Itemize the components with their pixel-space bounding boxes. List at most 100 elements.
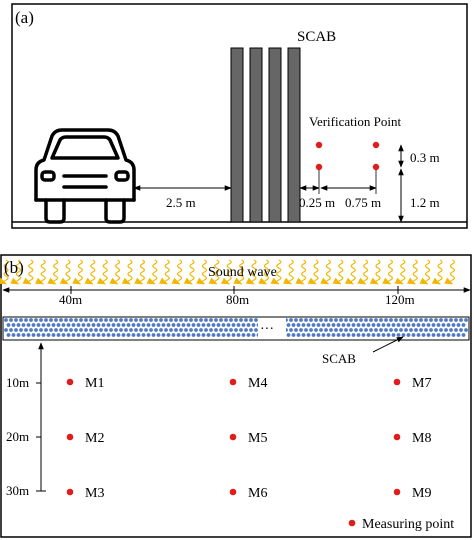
barrier-dot xyxy=(31,323,36,327)
barrier-dot xyxy=(91,323,96,327)
barrier-dot xyxy=(46,333,51,337)
barrier-dot xyxy=(191,333,196,337)
barrier-dot xyxy=(126,323,131,327)
barrier-dot xyxy=(219,328,223,332)
barrier-dot xyxy=(101,323,106,327)
barrier-dot xyxy=(96,323,101,327)
dist-between-points: 0.75 m xyxy=(345,195,381,210)
barrier-dot xyxy=(54,328,58,332)
barrier-dot xyxy=(379,328,383,332)
barrier-dot xyxy=(134,318,138,322)
sound-wave-arrow xyxy=(0,259,9,285)
barrier-dot xyxy=(34,318,38,322)
barrier-dot xyxy=(116,323,121,327)
barrier-dot xyxy=(439,328,443,332)
barrier-dot xyxy=(214,318,218,322)
barrier-dot xyxy=(146,323,151,327)
barrier-dot xyxy=(11,323,16,327)
barrier-dot xyxy=(451,323,456,327)
barrier-dot xyxy=(354,318,358,322)
barrier-dot xyxy=(99,318,103,322)
barrier-dot xyxy=(169,318,173,322)
barrier-dot xyxy=(441,333,446,337)
barrier-dot xyxy=(104,318,108,322)
barrier-dot xyxy=(189,318,193,322)
scale-mark: 120m xyxy=(385,292,415,307)
barrier-dot xyxy=(174,328,178,332)
barrier-dot xyxy=(99,328,103,332)
barrier-dot xyxy=(24,328,28,332)
barrier-dot xyxy=(219,318,223,322)
barrier-dot xyxy=(4,328,8,332)
legend-label: Measuring point xyxy=(362,517,454,532)
barrier-dot xyxy=(369,328,373,332)
sound-wave-arrow xyxy=(270,259,282,285)
barrier-dot xyxy=(419,328,423,332)
ellipsis: ··· xyxy=(260,322,274,337)
barrier-dot xyxy=(141,333,146,337)
measuring-point xyxy=(393,488,401,496)
barrier-dot xyxy=(314,328,318,332)
barrier-dot xyxy=(354,328,358,332)
barrier-dot xyxy=(349,328,353,332)
barrier-dot xyxy=(111,323,116,327)
barrier-dot xyxy=(351,333,356,337)
barrier-dot xyxy=(304,318,308,322)
barrier-dot xyxy=(461,323,466,327)
barrier-dot xyxy=(421,333,426,337)
barrier-dot xyxy=(161,323,166,327)
barrier-dot xyxy=(381,323,386,327)
barrier-dot xyxy=(351,323,356,327)
barrier-dot xyxy=(54,318,58,322)
barrier-dot xyxy=(39,328,43,332)
sound-wave-arrow xyxy=(158,259,170,285)
barrier-dot xyxy=(176,333,181,337)
barrier-dot xyxy=(206,323,211,327)
barrier-dot xyxy=(166,333,171,337)
barrier-dot xyxy=(16,323,21,327)
barrier-dot xyxy=(254,328,258,332)
barrier-dot xyxy=(96,333,101,337)
barrier-dot xyxy=(59,328,63,332)
barrier-dot xyxy=(81,333,86,337)
barrier-dot xyxy=(361,333,366,337)
sound-wave-arrow xyxy=(84,259,96,285)
barrier-dot xyxy=(306,323,311,327)
barrier-dot xyxy=(186,333,191,337)
sound-wave-arrow xyxy=(419,259,431,285)
barrier-dot xyxy=(71,323,76,327)
barrier-dot xyxy=(384,318,388,322)
sound-wave-arrow xyxy=(382,259,393,285)
barrier-dot xyxy=(196,323,201,327)
sound-wave-arrow xyxy=(10,259,21,285)
barrier-dot xyxy=(159,328,163,332)
barrier-dot xyxy=(434,318,438,322)
sound-wave-arrow xyxy=(357,259,369,285)
barrier-dot xyxy=(14,318,18,322)
barrier-dot xyxy=(229,318,233,322)
barrier-dot xyxy=(94,328,98,332)
barrier-dot xyxy=(29,318,33,322)
barrier-dot xyxy=(109,318,113,322)
barrier-dot xyxy=(311,333,316,337)
barrier-dot xyxy=(61,323,66,327)
barrier-dot xyxy=(121,333,126,337)
barrier-dot xyxy=(141,323,146,327)
barrier-dot xyxy=(434,328,438,332)
barrier-dot xyxy=(406,323,411,327)
barrier-slat xyxy=(287,47,301,223)
measuring-point-label: M3 xyxy=(85,486,104,501)
barrier-dot xyxy=(169,328,173,332)
sound-wave-arrow xyxy=(146,259,158,285)
barrier-dot xyxy=(9,318,13,322)
barrier-dot xyxy=(396,323,401,327)
depth-mark: 30m xyxy=(6,483,29,498)
barrier-dot xyxy=(286,333,291,337)
barrier-dot xyxy=(56,333,61,337)
barrier-dot xyxy=(399,318,403,322)
barrier-dot xyxy=(416,323,421,327)
barrier-dot xyxy=(334,328,338,332)
verification-point xyxy=(315,163,323,171)
barrier-dot xyxy=(254,318,258,322)
